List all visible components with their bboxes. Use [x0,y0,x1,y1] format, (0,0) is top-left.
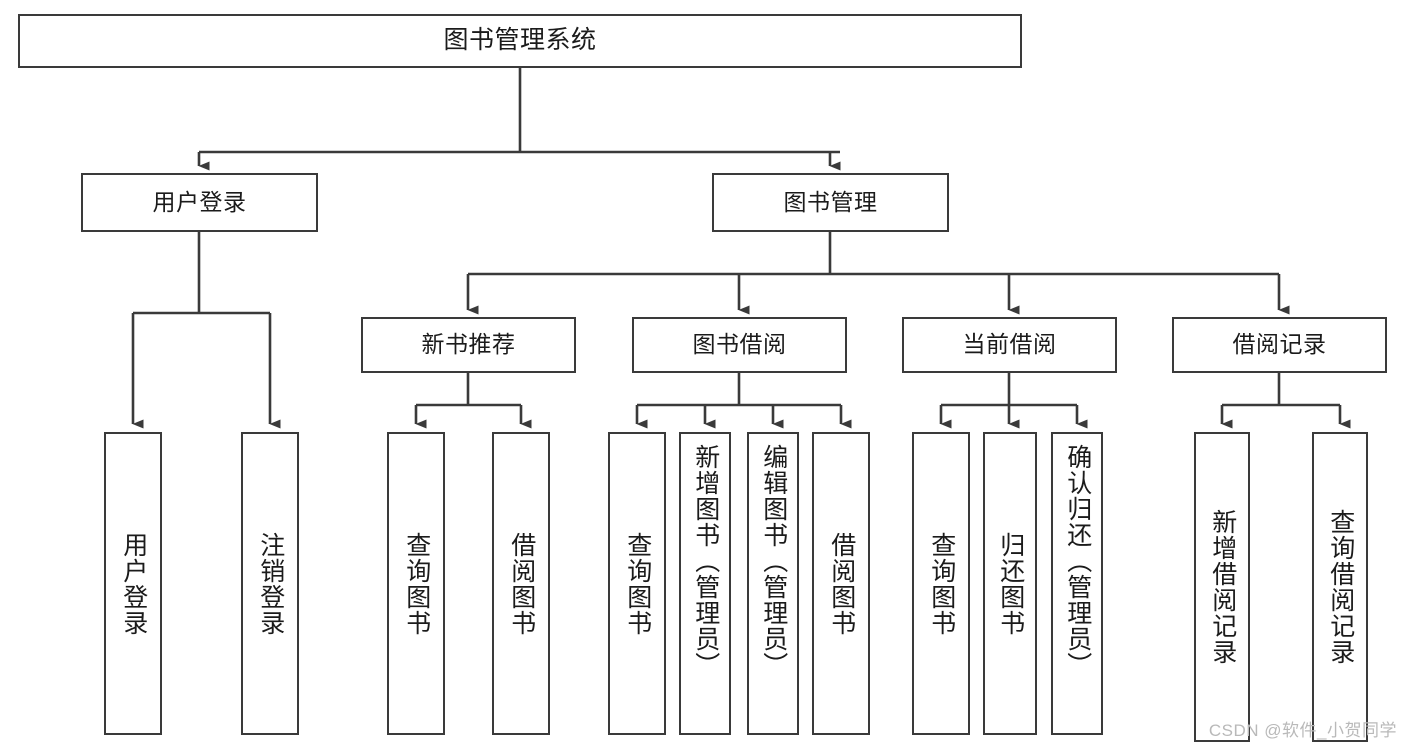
leaf-label: 借阅图书 [507,531,536,636]
leaf-label: 借阅图书 [827,531,856,636]
leaf-new-book-borrow[interactable]: 借阅图书 [492,432,550,735]
node-root-system[interactable]: 图书管理系统 [18,14,1022,68]
leaf-record-query[interactable]: 查询借阅记录 [1312,432,1368,742]
node-current-borrow[interactable]: 当前借阅 [902,317,1117,373]
leaf-label: 查询借阅记录 [1326,509,1355,665]
leaf-borrow-add-book[interactable]: 新增图书（管理员） [679,432,731,735]
leaf-label: 查询图书 [402,531,431,636]
leaf-borrow-borrow-book[interactable]: 借阅图书 [812,432,870,735]
node-book-management[interactable]: 图书管理 [712,173,949,232]
leaf-label: 归还图书 [996,531,1025,636]
leaf-new-book-query[interactable]: 查询图书 [387,432,445,735]
leaf-label: 确认归还（管理员） [1063,444,1092,678]
leaf-label: 编辑图书（管理员） [759,444,788,678]
leaf-user-login-login[interactable]: 用户登录 [104,432,162,735]
node-book-borrow[interactable]: 图书借阅 [632,317,847,373]
leaf-current-confirm-return[interactable]: 确认归还（管理员） [1051,432,1103,735]
leaf-current-return-book[interactable]: 归还图书 [983,432,1037,735]
leaf-borrow-query-book[interactable]: 查询图书 [608,432,666,735]
leaf-user-login-logout[interactable]: 注销登录 [241,432,299,735]
leaf-label: 查询图书 [927,531,956,636]
node-user-login[interactable]: 用户登录 [81,173,318,232]
leaf-label: 注销登录 [256,531,285,636]
leaf-record-add[interactable]: 新增借阅记录 [1194,432,1250,742]
node-borrow-record[interactable]: 借阅记录 [1172,317,1387,373]
leaf-borrow-edit-book[interactable]: 编辑图书（管理员） [747,432,799,735]
csdn-watermark: CSDN @软件_小贺同学 [1208,721,1397,740]
leaf-label: 查询图书 [623,531,652,636]
leaf-current-query-book[interactable]: 查询图书 [912,432,970,735]
leaf-label: 用户登录 [119,531,148,636]
leaf-label: 新增图书（管理员） [691,444,720,678]
node-new-book-recommend[interactable]: 新书推荐 [361,317,576,373]
leaf-label: 新增借阅记录 [1208,509,1237,665]
